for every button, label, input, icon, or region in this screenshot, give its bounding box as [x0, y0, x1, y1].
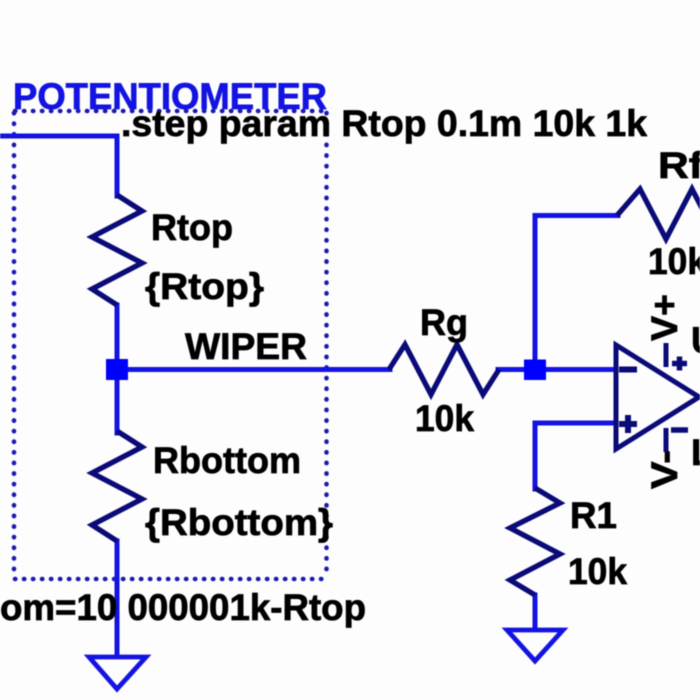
svg-text:Rbottom: Rbottom [153, 440, 301, 481]
svg-text:om=10 000001k-Rtop: om=10 000001k-Rtop [0, 587, 366, 628]
svg-text:WIPER: WIPER [185, 326, 307, 367]
svg-text:10k: 10k [415, 398, 474, 439]
svg-text:L: L [691, 432, 700, 473]
svg-text:10k: 10k [648, 241, 700, 282]
svg-text:U: U [691, 320, 700, 361]
svg-text:V+: V+ [644, 294, 685, 341]
svg-text:POTENTIOMETER: POTENTIOMETER [13, 76, 327, 117]
svg-text:R1: R1 [570, 495, 617, 536]
svg-text:10k: 10k [568, 551, 627, 592]
svg-text:Rg: Rg [420, 302, 468, 343]
svg-text:.step param Rtop 0.1m 10k 1k: .step param Rtop 0.1m 10k 1k [121, 103, 647, 144]
svg-text:{Rtop}: {Rtop} [145, 266, 264, 307]
svg-text:V-: V- [644, 450, 685, 489]
svg-text:Rtop: Rtop [151, 207, 233, 248]
svg-text:{Rbottom}: {Rbottom} [145, 502, 333, 543]
svg-text:Rf: Rf [658, 145, 700, 186]
